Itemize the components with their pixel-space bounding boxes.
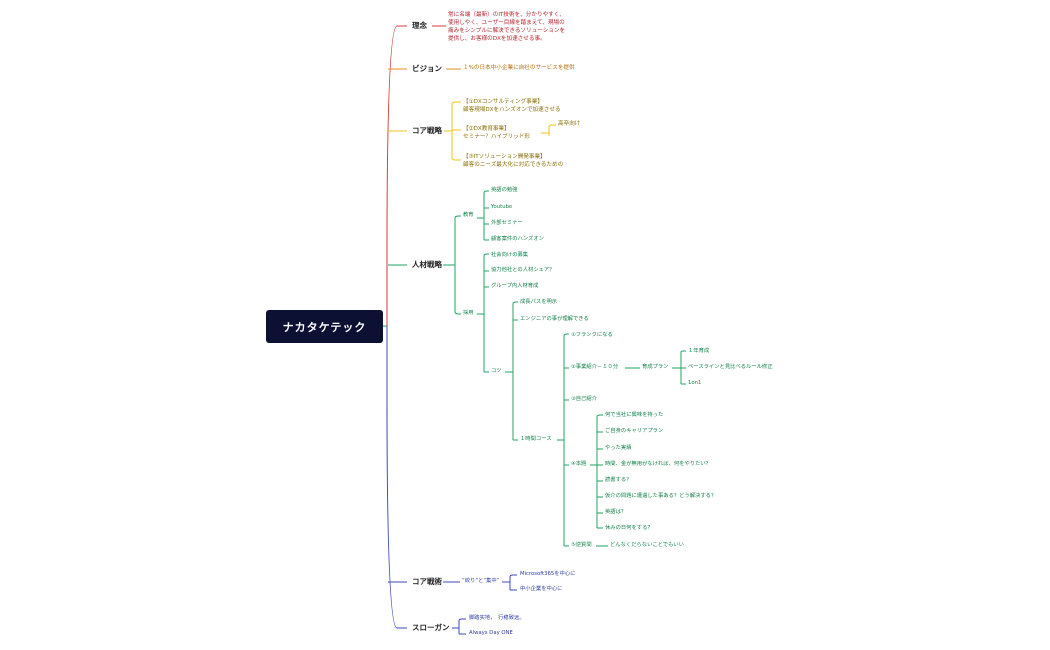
node-tech-item[interactable]: Microsoft365を中心に — [520, 571, 576, 577]
node-course-item[interactable]: ⑤逆質問 — [571, 542, 592, 548]
node-kotsu-item[interactable]: エンジニアの事が理解できる — [520, 316, 589, 322]
node-core-item3[interactable]: 【③ITソリューション開発事業】 顧客のニーズ最大化に対応できるための — [463, 154, 564, 169]
node-education[interactable]: 教育 — [463, 212, 474, 218]
node-vision[interactable]: ビジョン — [412, 64, 442, 73]
node-side-item[interactable]: 協力他社との人材シェア？ — [491, 267, 555, 273]
node-plan-item[interactable]: 1on1 — [688, 380, 702, 386]
connector-slogan — [452, 618, 466, 635]
node-slogan-item[interactable]: 脚踏实地， 行稳致远。 — [469, 615, 525, 621]
connector-honda — [590, 414, 603, 529]
node-core-strategy[interactable]: コア戦略 — [412, 126, 442, 135]
connector-tech — [443, 574, 517, 591]
connector-kotsu — [505, 301, 518, 441]
node-honda-item[interactable]: 読書する？ — [605, 477, 632, 483]
node-plan[interactable]: 育成プラン — [642, 364, 669, 370]
node-course-item[interactable]: ③自己紹介 — [571, 396, 597, 402]
node-course-item[interactable]: ④本題 — [571, 461, 587, 467]
node-side-item[interactable]: グループ内人材育成 — [491, 283, 539, 289]
node-edu-item[interactable]: Youtube — [491, 204, 513, 210]
node-course[interactable]: １時間コース — [520, 436, 552, 442]
node-rinen[interactable]: 理念 — [412, 21, 427, 30]
node-kotsu-item[interactable]: 成長パスを明示 — [520, 299, 558, 305]
node-honda-item[interactable]: ご自身のキャリアプラン — [605, 428, 664, 434]
node-rinen-text[interactable]: 常に名端（最新）のIT技術を、分かりやすく、 使用しやく、ユーザー目線を踏まえて… — [448, 12, 566, 43]
connector-red — [386, 25, 407, 326]
node-honda-item[interactable]: やった実績 — [605, 445, 632, 451]
node-reverse-q[interactable]: どんなくだらないことでもいい — [610, 542, 684, 548]
connector-course — [557, 333, 569, 547]
node-slogan[interactable]: スローガン — [412, 623, 450, 632]
connector-blue — [386, 326, 407, 629]
node-slogan-item[interactable]: Always Day ONE — [469, 630, 513, 636]
node-core-item2[interactable]: 【②DX教育事業】 セミナー？ハイブリッド形 — [463, 126, 531, 141]
node-plan-item[interactable]: ベースラインと見比べるルール修正 — [688, 364, 773, 370]
node-core-tech[interactable]: コア戦術 — [412, 577, 442, 586]
node-core-item2-child[interactable]: 高卒向け — [558, 121, 581, 127]
node-honda-item[interactable]: 仮介の問題に遭遇した事ある？どう解決する？ — [605, 493, 717, 499]
node-tech-item[interactable]: 中小企業を中心に — [520, 586, 563, 592]
node-edu-item[interactable]: 英語の勉強 — [491, 187, 518, 193]
node-side-item[interactable]: 社会向けの募集 — [491, 252, 529, 258]
node-hiring[interactable]: 採用 — [463, 310, 474, 316]
node-edu-item[interactable]: 外部セミナー — [491, 220, 523, 226]
node-vision-text[interactable]: １%の日本中小企業に自社のサービスを提供 — [463, 65, 575, 71]
node-plan-item[interactable]: １年育成 — [688, 348, 710, 354]
connector-edu — [477, 190, 489, 241]
connector-plan — [625, 350, 686, 385]
node-tech-focus[interactable]: “絞り”と“集中” — [462, 578, 500, 584]
node-kotsu[interactable]: コツ — [491, 368, 502, 374]
node-edu-item[interactable]: 顧客案件のハンズオン — [491, 236, 544, 242]
node-honda-item[interactable]: 時間、金が無用がなければ、何をやりたい？ — [605, 461, 711, 467]
root-node[interactable]: ナカタケテック — [266, 310, 383, 343]
node-honda-item[interactable]: 何で当社に興味を持った — [605, 412, 664, 418]
connector-core-child — [541, 124, 556, 136]
connector-hiring — [477, 253, 489, 373]
connector-hr — [443, 215, 461, 315]
node-course-item[interactable]: ②事業紹介－１０分 — [571, 364, 619, 370]
node-hr-strategy[interactable]: 人材戦略 — [412, 260, 442, 269]
node-core-item1[interactable]: 【①DXコンサルティング事業】 顧客現場DXをハンズオンで加速させる — [463, 99, 561, 114]
connector-core — [444, 101, 461, 161]
node-honda-item[interactable]: 英語は？ — [605, 509, 627, 515]
node-honda-item[interactable]: 休みの日何をする？ — [605, 525, 653, 531]
node-course-item[interactable]: ①フランクになる — [571, 332, 613, 338]
